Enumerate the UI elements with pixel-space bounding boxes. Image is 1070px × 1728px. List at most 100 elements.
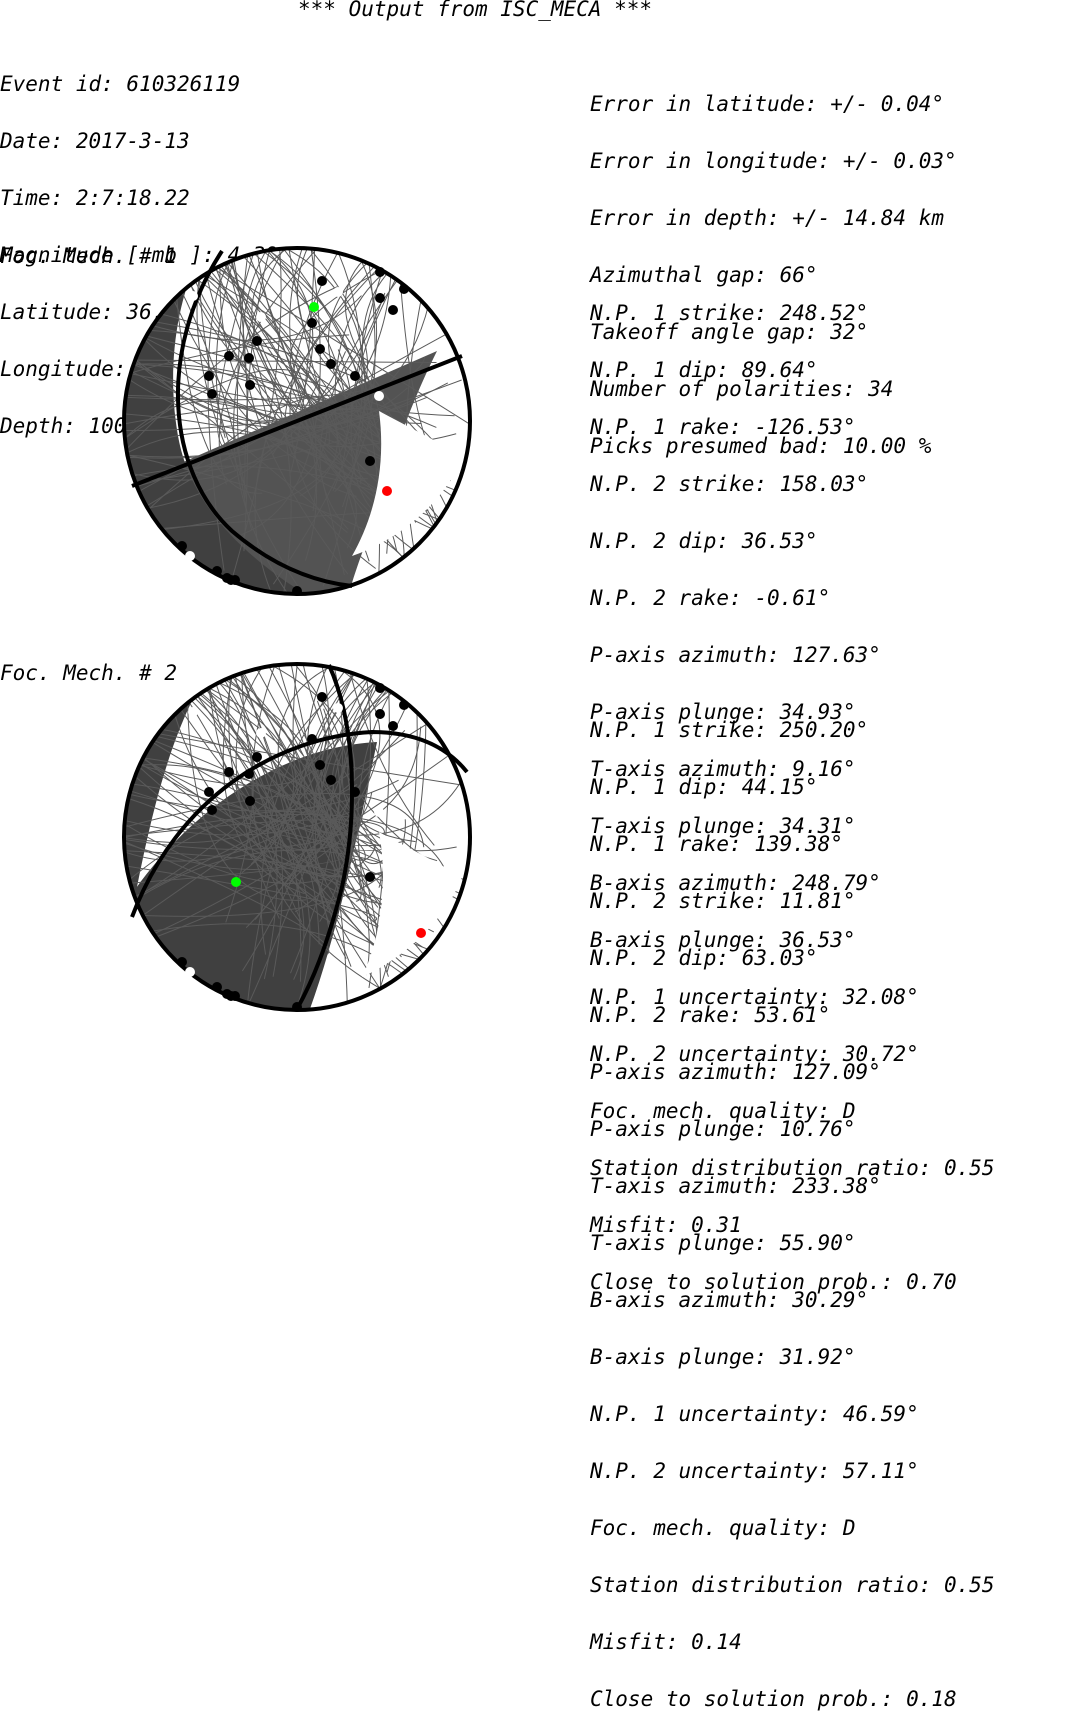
station-compression bbox=[292, 1002, 302, 1012]
mech2-param: P-axis azimuth: 127.09° bbox=[590, 1060, 881, 1084]
bad-picks: Picks presumed bad: 10.00 % bbox=[590, 434, 932, 458]
mech2-param: T-axis plunge: 55.90° bbox=[590, 1231, 856, 1255]
station-compression bbox=[317, 692, 327, 702]
mech1-param: P-axis plunge: 34.93° bbox=[590, 700, 856, 724]
solution-curve bbox=[284, 248, 395, 497]
mech2-param: N.P. 2 uncertainty: 57.11° bbox=[590, 1459, 919, 1483]
mech1-param: T-axis azimuth: 9.16° bbox=[590, 757, 856, 781]
solution-curve bbox=[168, 248, 318, 561]
station-dilatation bbox=[333, 287, 343, 297]
solution-curve bbox=[313, 664, 432, 948]
solution-curve bbox=[124, 726, 422, 850]
solution-curve bbox=[187, 248, 292, 594]
solution-curve bbox=[166, 664, 382, 888]
solution-curve bbox=[124, 295, 362, 341]
mech1-param: N.P. 1 dip: 89.64° bbox=[590, 358, 818, 382]
station-dilatation bbox=[185, 551, 195, 561]
mech1-label: Foc. Mech. # 1 bbox=[0, 244, 178, 268]
solution-curve bbox=[124, 349, 353, 534]
station-compression bbox=[365, 872, 375, 882]
station-compression bbox=[204, 371, 214, 381]
station-compression bbox=[365, 456, 375, 466]
error-latitude: Error in latitude: +/- 0.04° bbox=[590, 92, 945, 116]
solution-curve bbox=[150, 248, 368, 480]
solution-curve bbox=[214, 664, 377, 861]
station-compression bbox=[207, 805, 217, 815]
solution-curve bbox=[124, 792, 425, 848]
station-compression bbox=[245, 796, 255, 806]
station-compression bbox=[177, 541, 187, 551]
station-dilatation bbox=[333, 703, 343, 713]
station-compression bbox=[292, 586, 302, 596]
event-magnitude: Magnitude [ mb ]: 4.39 bbox=[0, 243, 279, 267]
station-dilatation bbox=[256, 728, 266, 738]
station-compression bbox=[326, 359, 336, 369]
station-compression bbox=[350, 787, 360, 797]
solution-curve bbox=[124, 796, 383, 952]
solution-curve bbox=[124, 379, 462, 492]
solution-curve bbox=[124, 755, 449, 948]
beachball-1-compression-south bbox=[124, 351, 437, 594]
solution-curve bbox=[124, 304, 330, 446]
solution-curve bbox=[215, 248, 239, 439]
mech2-param: Close to solution prob.: 0.18 bbox=[590, 1687, 957, 1711]
beachball-2-stations bbox=[177, 683, 409, 1012]
station-compression bbox=[245, 380, 255, 390]
mech2-param: P-axis plunge: 10.76° bbox=[590, 1117, 856, 1141]
solution-curve bbox=[234, 664, 302, 982]
error-longitude: Error in longitude: +/- 0.03° bbox=[590, 149, 957, 173]
solution-curve bbox=[124, 840, 330, 955]
error-info: Error in latitude: +/- 0.04° Error in lo… bbox=[590, 57, 957, 475]
station-compression bbox=[252, 336, 262, 346]
station-compression bbox=[388, 721, 398, 731]
solution-curve bbox=[124, 822, 340, 884]
solution-curve bbox=[215, 248, 332, 424]
event-date: Date: 2017-3-13 bbox=[0, 129, 190, 153]
station-compression bbox=[326, 775, 336, 785]
solution-curve bbox=[124, 328, 354, 405]
solution-curve bbox=[124, 366, 390, 480]
station-compression bbox=[230, 575, 240, 585]
solution-curve bbox=[124, 712, 446, 931]
azimuthal-gap: Azimuthal gap: 66° bbox=[590, 263, 818, 287]
station-compression bbox=[177, 957, 187, 967]
station-compression bbox=[207, 389, 217, 399]
solution-curve bbox=[124, 413, 357, 549]
mech2-param: N.P. 2 dip: 63.03° bbox=[590, 946, 818, 970]
station-compression bbox=[375, 709, 385, 719]
solution-curve bbox=[124, 330, 453, 522]
solution-curve bbox=[124, 290, 433, 459]
solution-curve bbox=[242, 248, 349, 575]
beachball-1 bbox=[122, 246, 472, 596]
solution-curve bbox=[207, 248, 241, 571]
page-title: *** Output from ISC_MECA *** bbox=[298, 0, 653, 21]
solution-curve bbox=[244, 248, 345, 576]
num-polarities: Number of polarities: 34 bbox=[590, 377, 894, 401]
solution-curve bbox=[198, 248, 306, 594]
station-compression bbox=[375, 293, 385, 303]
solution-curve bbox=[124, 784, 358, 904]
station-compression bbox=[252, 752, 262, 762]
solution-curve bbox=[124, 805, 364, 836]
station-dilatation bbox=[188, 707, 198, 717]
mech1-param: P-axis azimuth: 127.63° bbox=[590, 643, 881, 667]
mech1-param: N.P. 1 uncertainty: 32.08° bbox=[590, 985, 919, 1009]
solution-curve bbox=[289, 248, 376, 569]
station-compression bbox=[399, 700, 409, 710]
station-dilatation bbox=[374, 391, 384, 401]
mech1-param: N.P. 2 strike: 158.03° bbox=[590, 472, 869, 496]
mech2-param: N.P. 2 rake: 53.61° bbox=[590, 1003, 831, 1027]
station-compression bbox=[244, 353, 254, 363]
station-compression bbox=[212, 566, 222, 576]
solution-curve bbox=[280, 248, 366, 508]
beachball-2 bbox=[122, 662, 472, 1012]
mech1-param: N.P. 1 rake: -126.53° bbox=[590, 415, 856, 439]
solution-curve bbox=[124, 323, 455, 417]
solution-curve bbox=[124, 787, 389, 852]
station-dilatation bbox=[374, 807, 384, 817]
beachball-2-dilatation-wedge bbox=[362, 832, 462, 977]
mech2-param: N.P. 2 strike: 11.81° bbox=[590, 889, 856, 913]
event-time: Time: 2:7:18.22 bbox=[0, 186, 190, 210]
beachball-2-nodal-plane-1 bbox=[130, 729, 469, 918]
event-id: Event id: 610326119 bbox=[0, 72, 241, 96]
